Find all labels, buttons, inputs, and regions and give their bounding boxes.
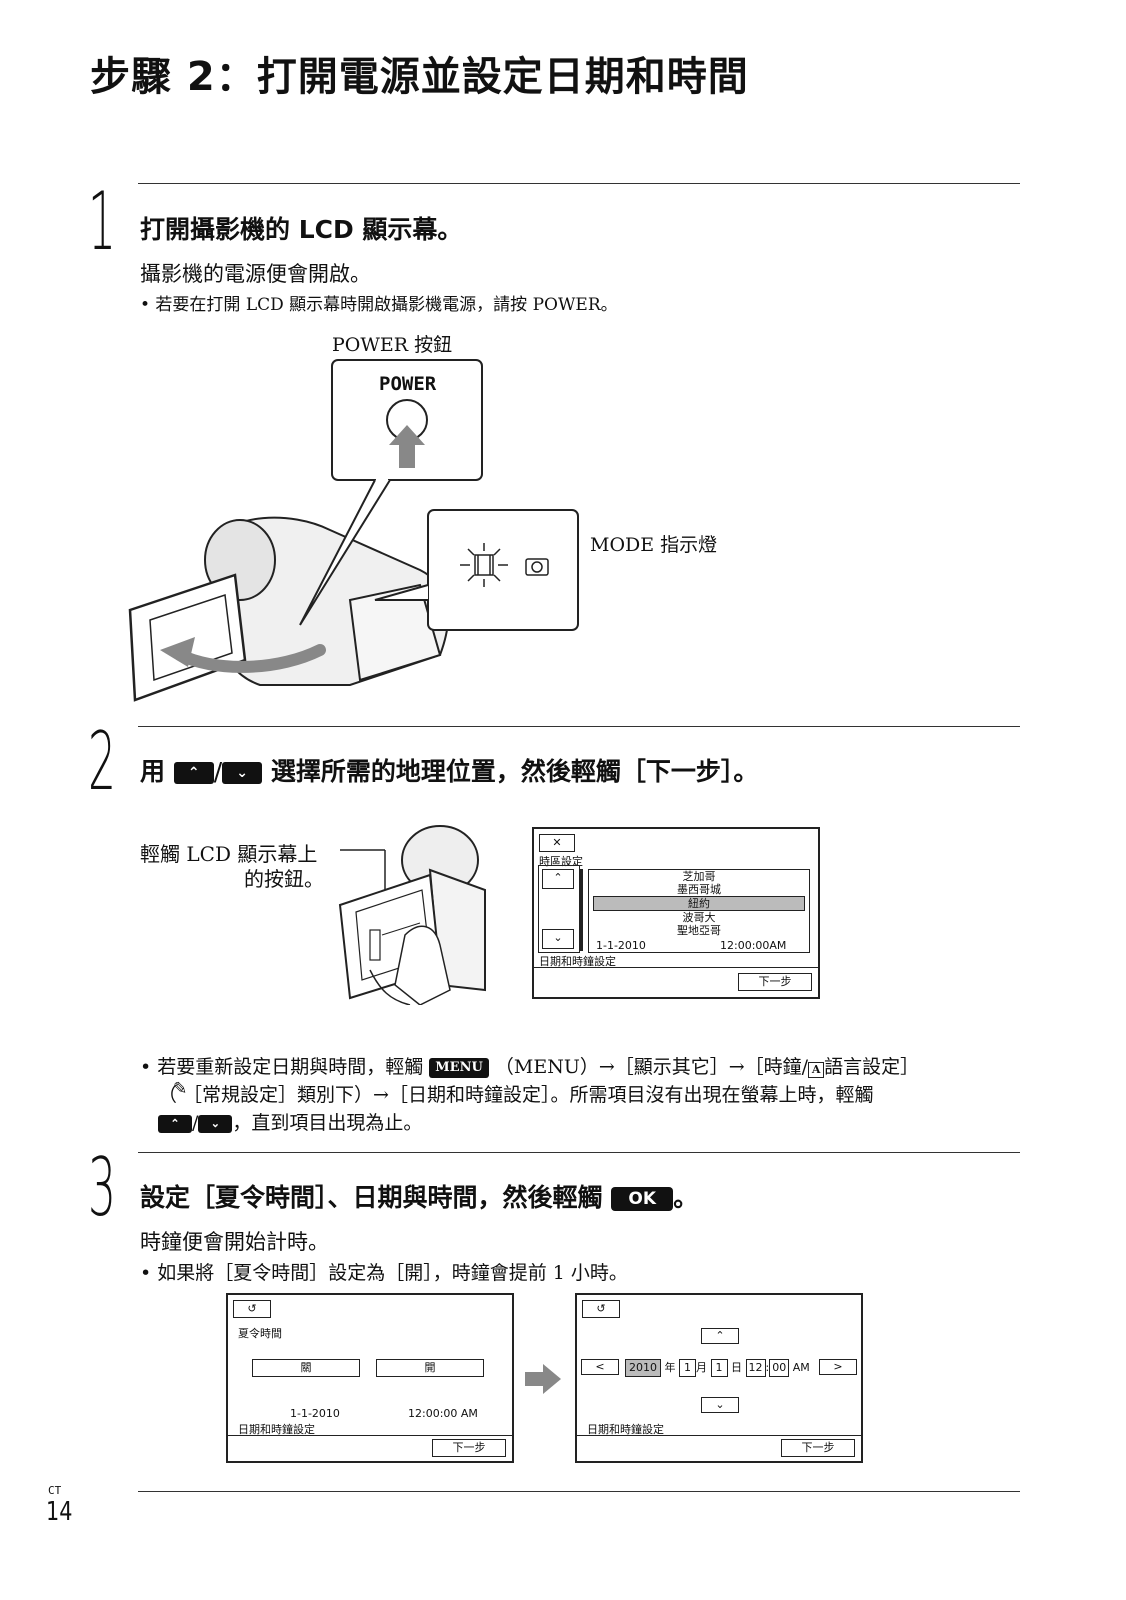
step2-bullet-line1: • 若要重新設定日期與時間，輕觸 MENU （MENU）→［顯示其它］→［時鐘/… (140, 1056, 920, 1078)
screen-date: 1-1-2010 (596, 939, 646, 952)
scroll-panel (538, 865, 580, 953)
arrow-right-icon (525, 1364, 561, 1394)
language-code: CT (48, 1484, 62, 1497)
summer-time-on-button[interactable]: 開 (376, 1359, 484, 1377)
step2-number: 2 (88, 715, 116, 808)
touch-label-line1: 輕觸 LCD 顯示幕上 (140, 842, 318, 866)
city-item[interactable]: 波哥大 (682, 911, 716, 924)
close-button[interactable]: ✕ (539, 834, 575, 852)
summer-time-off-button[interactable]: 關 (252, 1359, 360, 1377)
date-clock-footer: 日期和時鐘設定 (587, 1423, 664, 1436)
step1-body: 攝影機的電源便會開啟。 (140, 262, 371, 286)
step3-title: 設定［夏令時間］、日期與時間，然後輕觸 OK。 (140, 1183, 699, 1212)
hour-field[interactable]: 12 (745, 1359, 766, 1377)
step2-title-post: 選擇所需的地理位置，然後輕觸［下一步］。 (270, 757, 759, 786)
month-field[interactable]: 1 (679, 1359, 696, 1377)
timezone-screen: ✕ 時區設定 ⌃ ⌄ 芝加哥 墨西哥城 紐約 波哥大 聖地亞哥 1-1-2010… (532, 827, 820, 999)
step3-number: 3 (88, 1141, 116, 1234)
wrench-icon: ✎ (173, 1079, 188, 1099)
back-button[interactable]: ↺ (233, 1300, 271, 1318)
chevron-up-icon: ⌃ (158, 1115, 192, 1133)
step1-number: 1 (88, 175, 116, 268)
timezone-heading: 時區設定 (539, 855, 583, 868)
city-list: 芝加哥 墨西哥城 紐約 波哥大 聖地亞哥 (588, 869, 810, 953)
ok-button-icon: OK (611, 1187, 674, 1211)
step2-title-pre: 用 (140, 757, 166, 786)
step3-divider (138, 1152, 1020, 1153)
footer-divider (138, 1491, 1020, 1492)
mode-indicator-label: MODE 指示燈 (590, 534, 718, 556)
page-title: 步驟 2：打開電源並設定日期和時間 (90, 54, 749, 100)
screen-time: 12:00:00 AM (408, 1407, 478, 1420)
screen-date: 1-1-2010 (290, 1407, 340, 1420)
step2-bullet-line3: ⌃/⌄，直到項目出現為止。 (158, 1108, 422, 1135)
step2-divider (138, 726, 1020, 727)
chevron-down-icon: ⌄ (198, 1115, 233, 1133)
step1-bullet: • 若要在打開 LCD 顯示幕時開啟攝影機電源，請按 POWER。 (140, 295, 618, 315)
step3-bullet: • 如果將［夏令時間］設定為［開］，時鐘會提前 1 小時。 (140, 1262, 628, 1284)
previous-field-button[interactable]: < (581, 1359, 619, 1375)
scroll-down-button[interactable]: ⌄ (542, 929, 574, 949)
city-item-selected[interactable]: 紐約 (593, 896, 805, 911)
summer-time-screen: ↺ 夏令時間 關 開 1-1-2010 12:00:00 AM 日期和時鐘設定 … (226, 1293, 514, 1463)
date-clock-footer: 日期和時鐘設定 (539, 955, 616, 968)
power-text: POWER (379, 373, 437, 395)
date-clock-footer: 日期和時鐘設定 (238, 1423, 315, 1436)
step2-title: 用 ⌃/⌄ 選擇所需的地理位置，然後輕觸［下一步］。 (140, 757, 759, 786)
year-field[interactable]: 2010 (625, 1359, 661, 1377)
step2-bullet-line2: ✎（ ［常規設定］類別下）→［日期和時鐘設定］。所需項目沒有出現在螢幕上時，輕觸 (158, 1079, 874, 1106)
summer-time-heading: 夏令時間 (238, 1327, 282, 1340)
touch-lcd-illustration (338, 825, 486, 1005)
day-field[interactable]: 1 (710, 1359, 728, 1377)
increment-button[interactable]: ⌃ (701, 1328, 739, 1344)
next-button[interactable]: 下一步 (781, 1439, 855, 1457)
scroll-up-button[interactable]: ⌃ (542, 869, 574, 889)
touch-label-line2: 的按鈕。 (244, 867, 324, 891)
next-button[interactable]: 下一步 (432, 1439, 506, 1457)
city-item[interactable]: 墨西哥城 (677, 883, 721, 896)
page-number: 14 (46, 1497, 73, 1527)
chevron-up-icon: ⌃ (173, 762, 214, 784)
menu-button-icon: MENU (429, 1058, 489, 1078)
power-button-label: POWER 按鈕 (332, 334, 453, 356)
back-button[interactable]: ↺ (582, 1300, 620, 1318)
decrement-button[interactable]: ⌄ (701, 1397, 739, 1413)
ampm-field[interactable]: AM (792, 1361, 810, 1374)
screen-time: 12:00:00AM (720, 939, 787, 952)
step1-divider (138, 183, 1020, 184)
chevron-down-icon: ⌄ (222, 762, 263, 784)
city-item[interactable]: 芝加哥 (682, 870, 716, 883)
scrollbar[interactable] (580, 869, 583, 951)
step3-body: 時鐘便會開始計時。 (140, 1230, 329, 1254)
camcorder-power-illustration (128, 359, 579, 702)
step1-title: 打開攝影機的 LCD 顯示幕。 (140, 215, 463, 244)
next-button[interactable]: 下一步 (738, 973, 812, 991)
city-item[interactable]: 聖地亞哥 (677, 924, 721, 937)
minute-field[interactable]: 00 (769, 1359, 790, 1377)
next-field-button[interactable]: > (819, 1359, 857, 1375)
language-icon: A (808, 1062, 825, 1078)
